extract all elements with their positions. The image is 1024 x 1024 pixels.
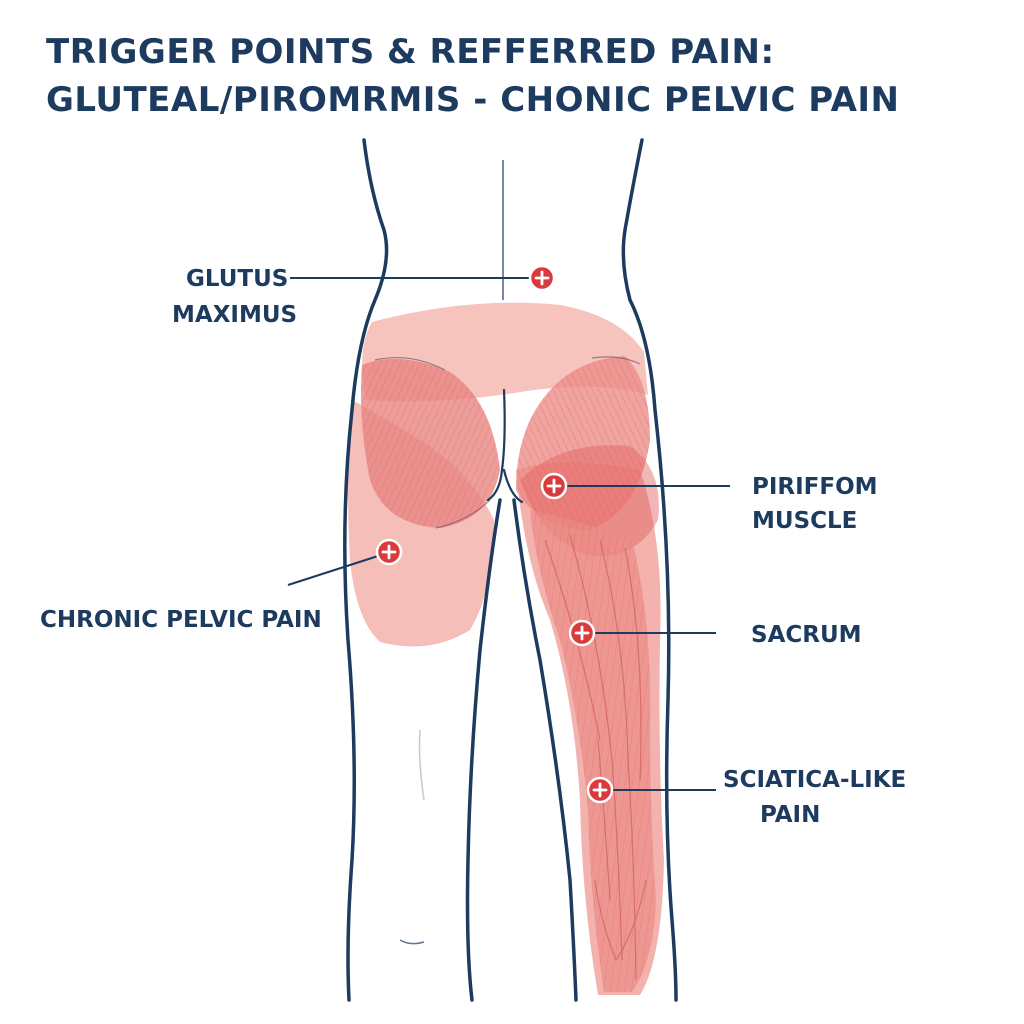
label-sciatica-line2: PAIN [760,802,820,828]
label-chronic-pelvic-pain: CHRONIC PELVIC PAIN [40,607,322,633]
label-sciatica-line1: SCIATICA-LIKE [723,767,906,793]
left-gluteus-fibers [361,358,500,528]
plus-circle-icon[interactable] [568,619,596,647]
plus-circle-icon[interactable] [375,538,403,566]
plus-circle-icon[interactable] [528,264,556,292]
label-glutus-line1: GLUTUS [186,266,288,292]
inner-left-leg-contour [465,498,502,1002]
hamstring-fibers [530,510,656,992]
label-sacrum: SACRUM [751,622,862,648]
label-glutus-line2: MAXIMUS [172,302,297,328]
leader-lines [287,277,730,791]
label-piriform-line1: PIRIFFOM [752,474,878,500]
knee-crease [399,939,425,945]
right-body-contour [621,138,678,1002]
page-title: TRIGGER POINTS & REFFERRED PAIN: GLUTEAL… [46,28,900,124]
label-piriform-line2: MUSCLE [752,508,857,534]
body-outline [343,138,678,1002]
plus-circle-icon[interactable] [540,472,568,500]
chronic-pain-leader [287,555,379,586]
title-line-1: TRIGGER POINTS & REFFERRED PAIN: [46,32,775,72]
labels: GLUTUS MAXIMUS PIRIFFOM MUSCLE CHRONIC P… [40,266,906,828]
gluteal-cleft [486,388,524,504]
plus-circle-icon[interactable] [586,776,614,804]
trigger-points [375,264,614,804]
inner-right-leg-contour [512,498,578,1002]
left-body-contour [343,138,389,1002]
title-line-2: GLUTEAL/PIROMRMIS - CHONIC PELVIC PAIN [46,80,900,120]
left-thigh-shadow [418,729,425,801]
muscles [361,356,659,992]
